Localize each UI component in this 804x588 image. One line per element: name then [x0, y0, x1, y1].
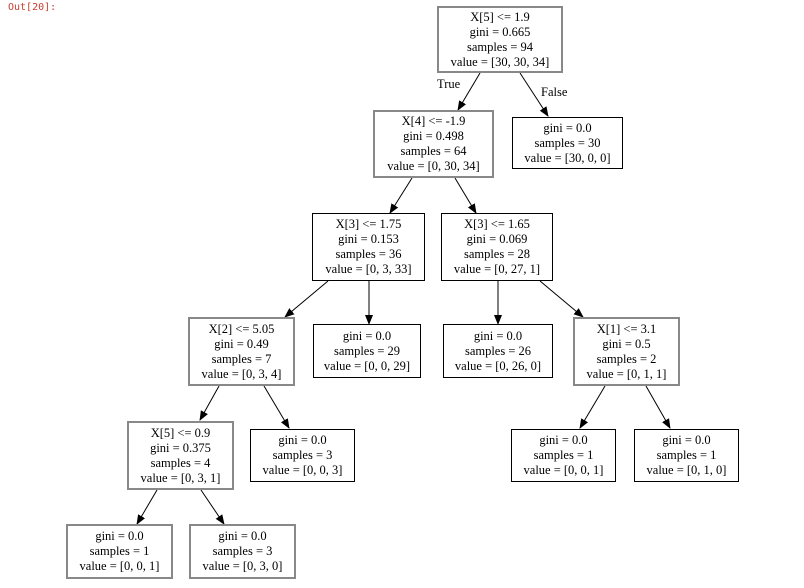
node-samples: samples = 30 — [534, 135, 601, 150]
node-gini: gini = 0.665 — [469, 24, 531, 39]
edge-n9-n14 — [200, 489, 225, 525]
node-samples: samples = 1 — [533, 448, 594, 462]
node-value: value = [0, 3, 4] — [201, 366, 282, 381]
node-samples: samples = 2 — [596, 351, 657, 366]
edge-n0-n2 — [519, 72, 549, 117]
node-value: value = [0, 0, 1] — [79, 559, 160, 573]
node-gini: gini = 0.0 — [543, 120, 592, 135]
node-samples: samples = 36 — [335, 247, 402, 261]
tree-node-2: gini = 0.0 samples = 30 value = [30, 0, … — [512, 117, 623, 169]
tree-node-8: X[1] <= 3.1 gini = 0.5 samples = 2 value… — [573, 317, 680, 386]
node-value: value = [30, 0, 0] — [524, 150, 611, 165]
node-split: X[5] <= 1.9 — [470, 9, 530, 24]
node-value: value = [0, 3, 33] — [325, 262, 412, 276]
node-value: value = [0, 3, 1] — [140, 470, 221, 485]
node-value: value = [0, 1, 0] — [646, 463, 727, 477]
tree-node-11: gini = 0.0 samples = 1 value = [0, 0, 1] — [511, 429, 616, 482]
tree-node-4: X[3] <= 1.65 gini = 0.069 samples = 28 v… — [441, 213, 553, 281]
edge-n0-n1 — [457, 72, 481, 111]
tree-node-13: gini = 0.0 samples = 1 value = [0, 0, 1] — [66, 524, 173, 579]
node-value: value = [0, 1, 1] — [586, 366, 667, 381]
tree-node-12: gini = 0.0 samples = 1 value = [0, 1, 0] — [634, 429, 739, 482]
edge-n9-n13 — [136, 489, 158, 525]
edge-n5-n9 — [199, 385, 220, 421]
edge-n3-n5 — [284, 280, 329, 318]
node-value: value = [0, 26, 0] — [454, 358, 542, 373]
node-value: value = [0, 27, 1] — [453, 262, 541, 276]
node-gini: gini = 0.5 — [602, 336, 651, 351]
tree-node-10: gini = 0.0 samples = 3 value = [0, 0, 3] — [250, 429, 355, 482]
node-gini: gini = 0.0 — [95, 529, 144, 543]
node-gini: gini = 0.49 — [214, 336, 269, 351]
node-split: X[4] <= -1.9 — [401, 114, 466, 128]
node-gini: gini = 0.498 — [403, 129, 464, 143]
node-samples: samples = 1 — [656, 448, 717, 462]
node-value: value = [0, 0, 3] — [262, 463, 343, 477]
node-samples: samples = 26 — [464, 343, 532, 358]
output-prompt: Out[20]: — [8, 2, 57, 13]
tree-node-1: X[4] <= -1.9 gini = 0.498 samples = 64 v… — [373, 110, 494, 178]
node-samples: samples = 4 — [150, 455, 211, 470]
node-value: value = [0, 30, 34] — [387, 159, 480, 173]
node-samples: samples = 64 — [400, 144, 467, 158]
node-samples: samples = 7 — [211, 351, 272, 366]
node-samples: samples = 28 — [463, 247, 531, 261]
node-gini: gini = 0.0 — [539, 433, 588, 447]
tree-node-7: gini = 0.0 samples = 26 value = [0, 26, … — [443, 324, 553, 378]
edge-n5-n10 — [263, 385, 290, 429]
node-samples: samples = 29 — [333, 343, 401, 358]
node-value: value = [30, 30, 34] — [450, 54, 550, 69]
node-split: X[5] <= 0.9 — [150, 425, 211, 440]
node-split: X[1] <= 3.1 — [596, 321, 657, 336]
node-samples: samples = 94 — [466, 39, 534, 54]
node-gini: gini = 0.0 — [278, 433, 327, 447]
node-gini: gini = 0.069 — [466, 232, 528, 246]
node-samples: samples = 3 — [212, 544, 273, 558]
edge-n8-n12 — [645, 385, 671, 429]
tree-node-5: X[2] <= 5.05 gini = 0.49 samples = 7 val… — [188, 317, 295, 386]
edge-n1-n3 — [389, 177, 413, 214]
edge-n4-n8 — [539, 280, 584, 318]
node-samples: samples = 3 — [272, 448, 333, 462]
node-gini: gini = 0.153 — [338, 232, 399, 246]
edge-n8-n11 — [579, 385, 606, 429]
node-gini: gini = 0.0 — [218, 529, 267, 543]
node-split: X[3] <= 1.65 — [464, 217, 530, 231]
node-split: X[2] <= 5.05 — [208, 321, 275, 336]
node-samples: samples = 1 — [89, 544, 150, 558]
edge-label-true: True — [437, 77, 461, 91]
node-gini: gini = 0.0 — [473, 328, 523, 343]
tree-node-3: X[3] <= 1.75 gini = 0.153 samples = 36 v… — [312, 213, 425, 281]
node-gini: gini = 0.0 — [342, 328, 392, 343]
node-split: X[3] <= 1.75 — [335, 217, 402, 231]
tree-node-root: X[5] <= 1.9 gini = 0.665 samples = 94 va… — [437, 6, 563, 73]
tree-node-6: gini = 0.0 samples = 29 value = [0, 0, 2… — [313, 324, 421, 378]
tree-node-9: X[5] <= 0.9 gini = 0.375 samples = 4 val… — [127, 421, 234, 490]
edge-n1-n4 — [454, 177, 477, 214]
node-gini: gini = 0.375 — [150, 440, 211, 455]
edge-label-false: False — [541, 85, 568, 99]
tree-node-14: gini = 0.0 samples = 3 value = [0, 3, 0] — [189, 524, 296, 579]
node-value: value = [0, 3, 0] — [202, 559, 283, 573]
node-value: value = [0, 0, 29] — [323, 358, 411, 373]
node-gini: gini = 0.0 — [662, 433, 711, 447]
node-value: value = [0, 0, 1] — [523, 463, 604, 477]
